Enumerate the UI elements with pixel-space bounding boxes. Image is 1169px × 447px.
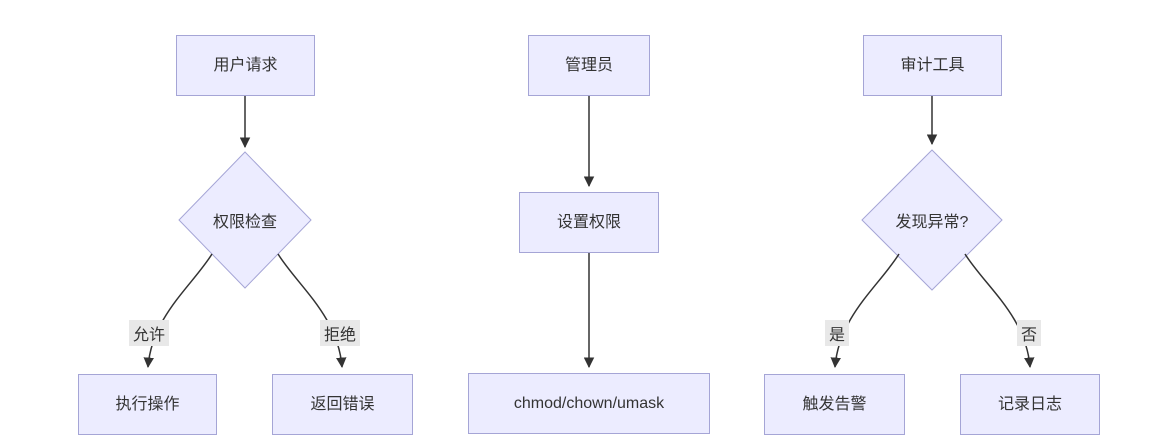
edge-yes-to-trigger-alert	[830, 253, 900, 369]
edge-label-yes: 是	[824, 320, 850, 346]
node-return-error: 返回错误	[272, 374, 413, 435]
edge-allow-to-execute-operation	[143, 253, 213, 369]
edge-deny-to-return-error	[277, 253, 347, 369]
node-user-request: 用户请求	[176, 35, 315, 96]
node-administrator: 管理员	[528, 35, 650, 96]
decision-diamond-anomaly-found	[861, 149, 1003, 291]
node-chmod-chown-umask: chmod/chown/umask	[468, 373, 710, 434]
node-log-record: 记录日志	[960, 374, 1100, 435]
edge-no-to-log-record	[964, 253, 1035, 369]
node-audit-tool: 审计工具	[863, 35, 1002, 96]
node-execute-operation: 执行操作	[78, 374, 217, 435]
edge-label-deny: 拒绝	[319, 320, 361, 346]
node-set-permissions: 设置权限	[519, 192, 659, 253]
label-permission-check: 权限检查	[212, 214, 277, 231]
edge-label-no: 否	[1016, 320, 1042, 346]
label-anomaly-found: 发现异常?	[895, 214, 969, 231]
edge-label-allow: 允许	[128, 320, 170, 346]
node-trigger-alert: 触发告警	[764, 374, 905, 435]
